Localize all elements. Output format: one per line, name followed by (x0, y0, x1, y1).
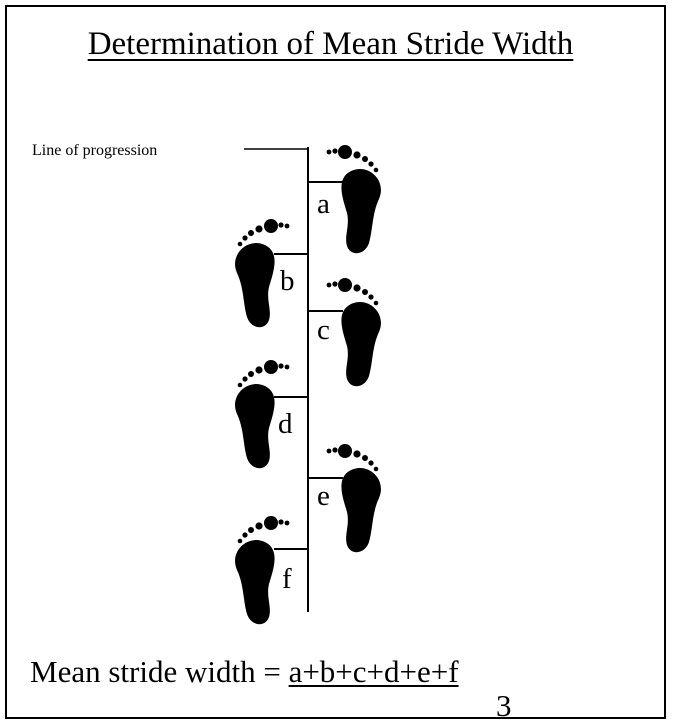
measure-label-e: e (317, 480, 330, 512)
measure-label-a: a (317, 188, 330, 220)
formula-equals: = (263, 654, 281, 689)
footprint-right-e (326, 444, 381, 553)
formula: Mean stride width = a+b+c+d+e+f (30, 654, 459, 690)
measure-label-d: d (278, 408, 293, 440)
measure-label-b: b (280, 265, 295, 297)
formula-lhs: Mean stride width (30, 654, 256, 689)
figure-frame (5, 5, 666, 719)
formula-numerator: a+b+c+d+e+f (288, 654, 459, 689)
figure-title: Determination of Mean Stride Width (87, 26, 574, 62)
measure-label-f: f (282, 563, 292, 595)
line-of-progression-label: Line of progression (32, 142, 157, 159)
footprint-right-a (326, 145, 381, 254)
measure-label-c: c (317, 314, 330, 346)
formula-denominator: 3 (496, 688, 512, 723)
footprint-right-c (326, 278, 381, 387)
